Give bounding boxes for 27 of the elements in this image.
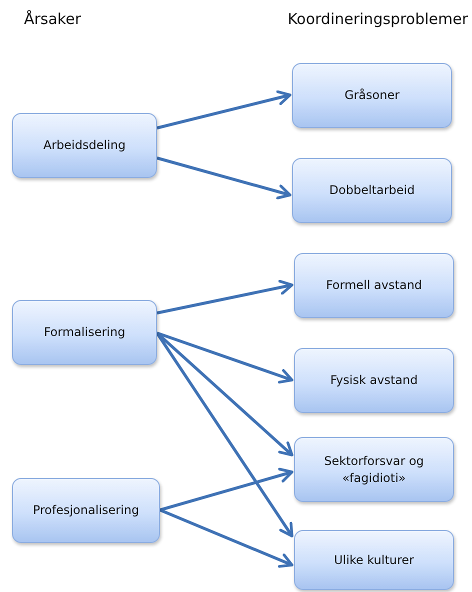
process-box xyxy=(12,113,157,178)
process-box xyxy=(12,478,160,543)
arrow xyxy=(156,90,292,130)
box-label: Formell avstand xyxy=(326,277,422,294)
box-label: Profesjonalisering xyxy=(32,502,140,519)
process-box xyxy=(294,253,454,318)
process-box xyxy=(292,63,452,128)
column-heading: Årsaker xyxy=(24,10,81,28)
box-label: Gråsoner xyxy=(344,87,400,104)
box-label: Ulike kulturer xyxy=(334,552,414,568)
box-label: Sektorforsvar og «fagidioti» xyxy=(323,453,425,486)
process-box xyxy=(294,437,454,502)
arrow xyxy=(160,468,294,512)
arrow xyxy=(159,508,294,568)
arrow xyxy=(156,280,294,314)
arrow xyxy=(156,332,294,384)
process-box xyxy=(294,530,454,590)
box-label: Formalisering xyxy=(44,324,126,341)
box-label: Dobbeltarbeid xyxy=(329,182,415,199)
arrow xyxy=(156,156,292,200)
column-heading: Koordineringsproblemer xyxy=(288,10,468,28)
process-box xyxy=(292,158,452,223)
box-label: Fysisk avstand xyxy=(330,372,418,389)
box-label: Arbeidsdeling xyxy=(43,137,126,154)
arrow xyxy=(156,332,294,456)
process-box xyxy=(294,348,454,413)
process-box xyxy=(12,300,157,365)
